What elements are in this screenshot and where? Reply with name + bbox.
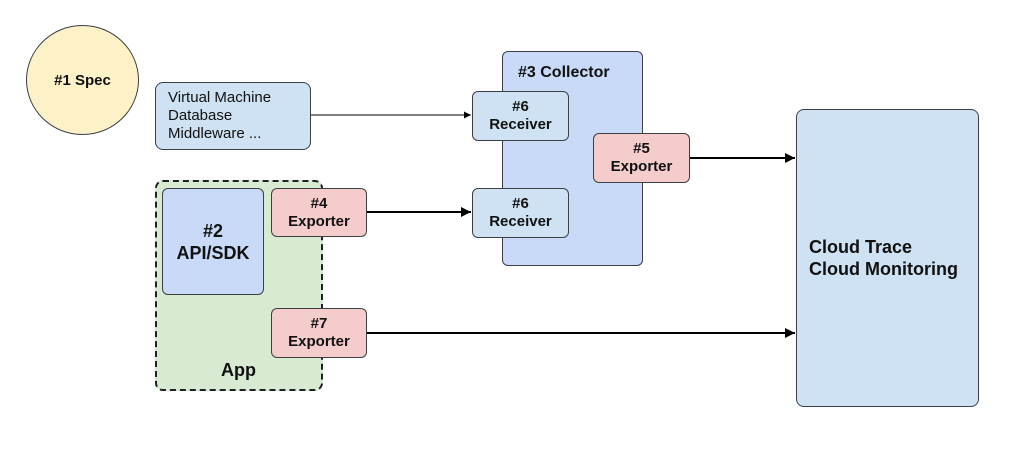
exporter-5-number: #5: [633, 140, 650, 157]
cloud-backend-line: Cloud Trace: [809, 237, 913, 257]
exporter-5-box: #5 Exporter: [593, 133, 690, 183]
receiver-top-box: #6 Receiver: [472, 91, 569, 141]
receiver-bottom-label: Receiver: [489, 213, 552, 230]
exporter-4-label: Exporter: [288, 212, 350, 230]
receiver-top-number: #6: [512, 98, 529, 115]
receiver-top-label: Receiver: [489, 116, 552, 133]
receiver-bottom-box: #6 Receiver: [472, 188, 569, 238]
source-line: Middleware ...: [168, 125, 262, 142]
exporter-7-label: Exporter: [288, 333, 350, 350]
spec-circle: #1 Spec: [26, 25, 139, 135]
exporter-4-number: #4: [310, 194, 328, 212]
api-sdk-label: API/SDK: [176, 242, 250, 263]
receiver-bottom-number: #6: [512, 195, 529, 212]
api-sdk-box: #2 API/SDK: [162, 188, 264, 295]
exporter-4-box: #4 Exporter: [271, 188, 367, 237]
cloud-backend-line: Cloud Monitoring: [809, 259, 958, 279]
api-sdk-number: #2: [202, 220, 224, 241]
exporter-7-box: #7 Exporter: [271, 308, 367, 358]
exporter-7-number: #7: [310, 315, 328, 332]
sources-box: Virtual Machine Database Middleware ...: [155, 82, 311, 150]
exporter-5-label: Exporter: [610, 158, 673, 175]
cloud-backend-box: Cloud Trace Cloud Monitoring: [796, 109, 979, 407]
source-line: Database: [168, 107, 233, 124]
source-line: Virtual Machine: [168, 89, 272, 106]
spec-label: #1 Spec: [54, 71, 111, 89]
app-label: App: [221, 360, 256, 380]
collector-label: #3 Collector: [518, 64, 610, 81]
